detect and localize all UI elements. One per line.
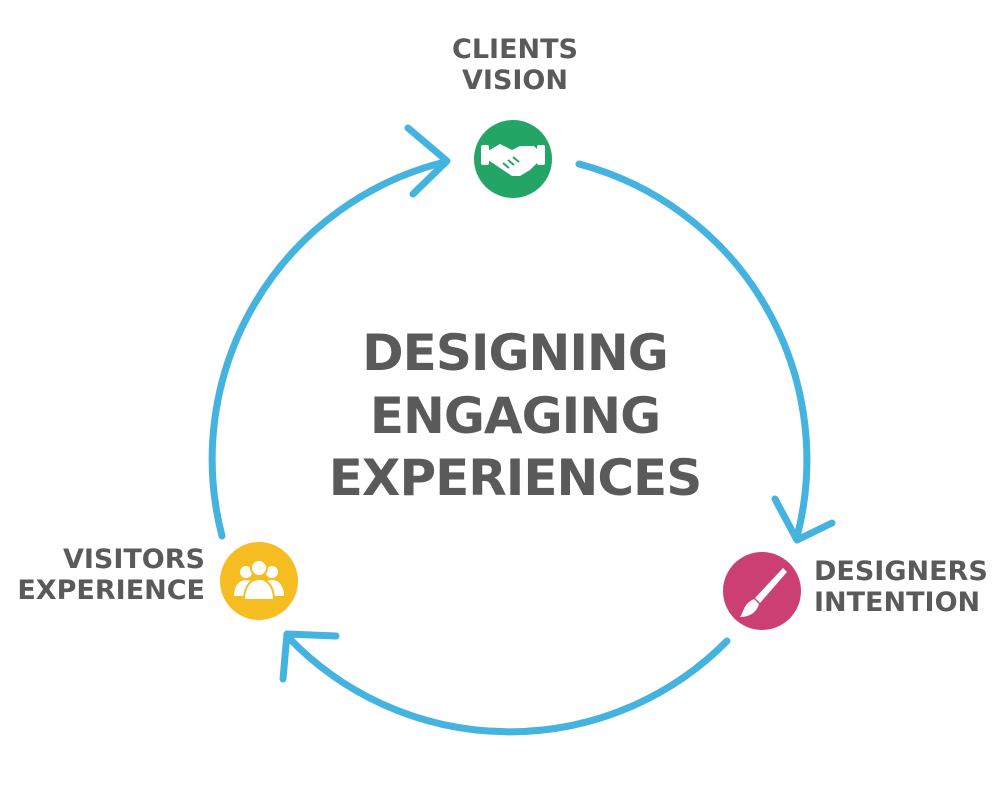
arrowhead-clients [404, 124, 451, 198]
diagram-title-line-1: DESIGNING [362, 324, 669, 382]
node-visitors [220, 542, 298, 620]
cycle-arrows [208, 124, 836, 736]
diagram-title: DESIGNING ENGAGING EXPERIENCES [270, 322, 760, 510]
node-visitors-label-line-1: VISITORS [62, 544, 205, 575]
arrow-clients-to-designers [575, 160, 811, 541]
handshake-icon [481, 144, 545, 176]
node-clients [474, 120, 552, 198]
node-designers-label-line-2: INTENTION [814, 587, 981, 619]
arrowhead-visitors [279, 630, 340, 683]
arrowhead-designers [771, 495, 836, 544]
paintbrush-icon [740, 568, 787, 617]
node-designers [723, 552, 801, 630]
diagram-title-line-2: ENGAGING [369, 386, 661, 445]
node-clients-label-line-2: VISION [462, 65, 568, 97]
arrow-visitors-to-clients [208, 158, 449, 540]
group-of-people-icon [234, 559, 284, 601]
diagram-title-line-3: EXPERIENCES [328, 449, 702, 507]
arrow-designers-to-visitors [284, 633, 731, 736]
node-clients-label-line-1: CLIENTS [452, 34, 578, 65]
node-designers-label-line-1: DESIGNERS [814, 556, 988, 587]
node-visitors-label-line-2: EXPERIENCE [17, 575, 205, 607]
node-designers-label: DESIGNERS INTENTION [814, 556, 994, 618]
node-visitors-label: VISITORS EXPERIENCE [10, 544, 205, 606]
node-clients-label: CLIENTS VISION [400, 34, 630, 96]
